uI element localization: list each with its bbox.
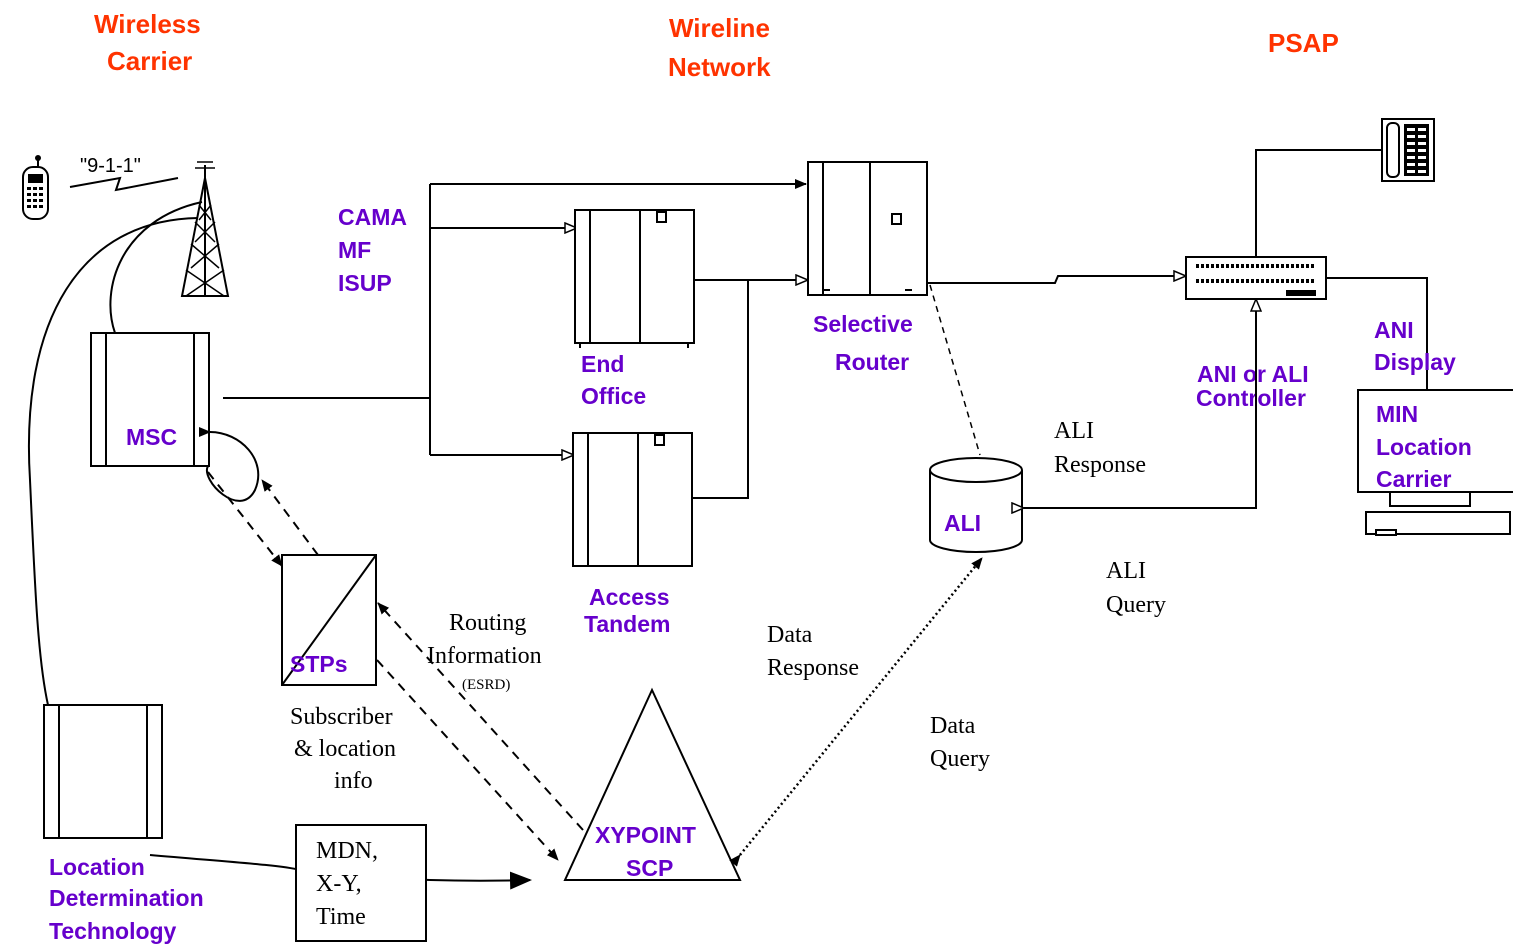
svg-text:Information: Information: [427, 643, 542, 669]
msc-to-stp-link: [207, 471, 283, 567]
svg-text:Network: Network: [668, 52, 771, 82]
svg-text:MIN: MIN: [1376, 401, 1418, 427]
ani-display-monitor: [1357, 389, 1513, 536]
mdn-box: [295, 824, 427, 942]
stp-node: [281, 554, 377, 686]
msc-switch: [90, 332, 210, 467]
svg-text:Location: Location: [49, 854, 145, 880]
xypoint-to-stp-link: [377, 602, 584, 831]
controller-to-phone-link: [1255, 149, 1382, 257]
svg-text:& location: & location: [294, 736, 396, 762]
access-tandem-switch: [572, 432, 693, 567]
xypoint-ali-link: [729, 557, 983, 867]
svg-text:Display: Display: [1374, 349, 1456, 375]
radio-link: [69, 176, 179, 192]
svg-text:Query: Query: [930, 746, 990, 772]
svg-text:MDN,: MDN,: [316, 838, 378, 864]
svg-text:Controller: Controller: [1196, 385, 1306, 411]
ldt-unit: [43, 704, 163, 839]
msc-trunk-lines: [223, 179, 808, 499]
selective-router-label: Selective Router: [813, 311, 913, 375]
trunk-types: CAMA MF ISUP: [338, 204, 407, 296]
svg-text:(ESRD): (ESRD): [462, 677, 510, 693]
svg-text:Subscriber: Subscriber: [290, 704, 393, 730]
svg-text:X-Y,: X-Y,: [316, 871, 362, 897]
svg-text:Wireline: Wireline: [669, 13, 770, 43]
stp-to-xypoint-link: [376, 659, 559, 861]
svg-text:Data: Data: [930, 713, 976, 739]
ani-ali-controller-device: [1185, 256, 1327, 300]
controller-to-display-link: [1326, 277, 1428, 390]
monitor-text: MIN Location Carrier: [1376, 401, 1472, 492]
svg-text:Technology: Technology: [49, 918, 177, 944]
svg-text:info: info: [334, 768, 373, 794]
header-psap: PSAP: [1268, 28, 1339, 58]
svg-text:Response: Response: [767, 655, 859, 681]
svg-text:Access: Access: [589, 584, 670, 610]
svg-text:ANI: ANI: [1374, 317, 1414, 343]
tower-to-ldt-link: [28, 217, 199, 706]
cell-tower-icon: [180, 161, 230, 297]
call-text: "9-1-1": [80, 155, 141, 177]
svg-text:MF: MF: [338, 237, 371, 263]
svg-text:XYPOINT: XYPOINT: [595, 822, 696, 848]
svg-text:Response: Response: [1054, 452, 1146, 478]
svg-text:Determination: Determination: [49, 885, 204, 911]
stp-to-msc-link: [261, 479, 319, 556]
router-to-controller-link: [927, 276, 1186, 284]
svg-text:Tandem: Tandem: [584, 611, 670, 637]
data-query-label: Data Query: [930, 713, 990, 772]
router-to-ali-link: [929, 284, 981, 456]
ali-label: ALI: [944, 510, 981, 536]
msc-label: MSC: [126, 424, 177, 450]
psap-telephone-icon: [1381, 118, 1435, 182]
svg-text:ALI: ALI: [1106, 558, 1146, 584]
header-wireless-carrier: Wireless Carrier: [94, 9, 201, 76]
svg-text:End: End: [581, 351, 624, 377]
svg-text:Query: Query: [1106, 592, 1166, 618]
svg-text:Time: Time: [316, 904, 366, 930]
cellphone-icon: [22, 155, 49, 220]
ali-database: [929, 457, 1023, 553]
end-office-label: End Office: [581, 351, 646, 409]
svg-text:Carrier: Carrier: [107, 46, 192, 76]
svg-text:Wireless: Wireless: [94, 9, 201, 39]
tower-to-msc-link: [109, 201, 203, 334]
controller-label: ANI or ALI Controller: [1196, 361, 1309, 411]
svg-text:Office: Office: [581, 383, 646, 409]
svg-text:Selective: Selective: [813, 311, 913, 337]
ani-display-label: ANI Display: [1374, 317, 1456, 375]
end-office-switch: [574, 209, 695, 348]
svg-text:Data: Data: [767, 622, 813, 648]
stps-label: STPs: [290, 651, 348, 677]
svg-text:CAMA: CAMA: [338, 204, 407, 230]
svg-text:SCP: SCP: [626, 855, 673, 881]
access-tandem-label: Access Tandem: [584, 584, 670, 637]
svg-text:Location: Location: [1376, 434, 1472, 460]
subscriber-info-label: Subscriber & location info: [290, 704, 396, 794]
selective-router-switch: [807, 161, 928, 296]
xypoint-scp: [563, 687, 742, 881]
ali-response-label: ALI Response: [1054, 418, 1146, 478]
routing-info-label: Routing Information (ESRD): [427, 610, 542, 693]
svg-text:Carrier: Carrier: [1376, 466, 1451, 492]
ali-to-controller-link: [1024, 299, 1256, 508]
data-response-label: Data Response: [767, 622, 859, 681]
header-wireline-network: Wireline Network: [668, 13, 771, 82]
ldt-label: Location Determination Technology: [49, 854, 204, 944]
ali-query-label: ALI Query: [1106, 558, 1166, 618]
svg-text:Routing: Routing: [449, 610, 526, 636]
mdn-label: MDN, X-Y, Time: [316, 838, 378, 930]
msc-loop: [198, 426, 260, 502]
svg-text:ANI or ALI: ANI or ALI: [1197, 361, 1309, 387]
svg-text:Router: Router: [835, 349, 909, 375]
svg-text:ALI: ALI: [1054, 418, 1094, 444]
xypoint-label: XYPOINT SCP: [595, 822, 696, 881]
svg-text:ISUP: ISUP: [338, 270, 392, 296]
